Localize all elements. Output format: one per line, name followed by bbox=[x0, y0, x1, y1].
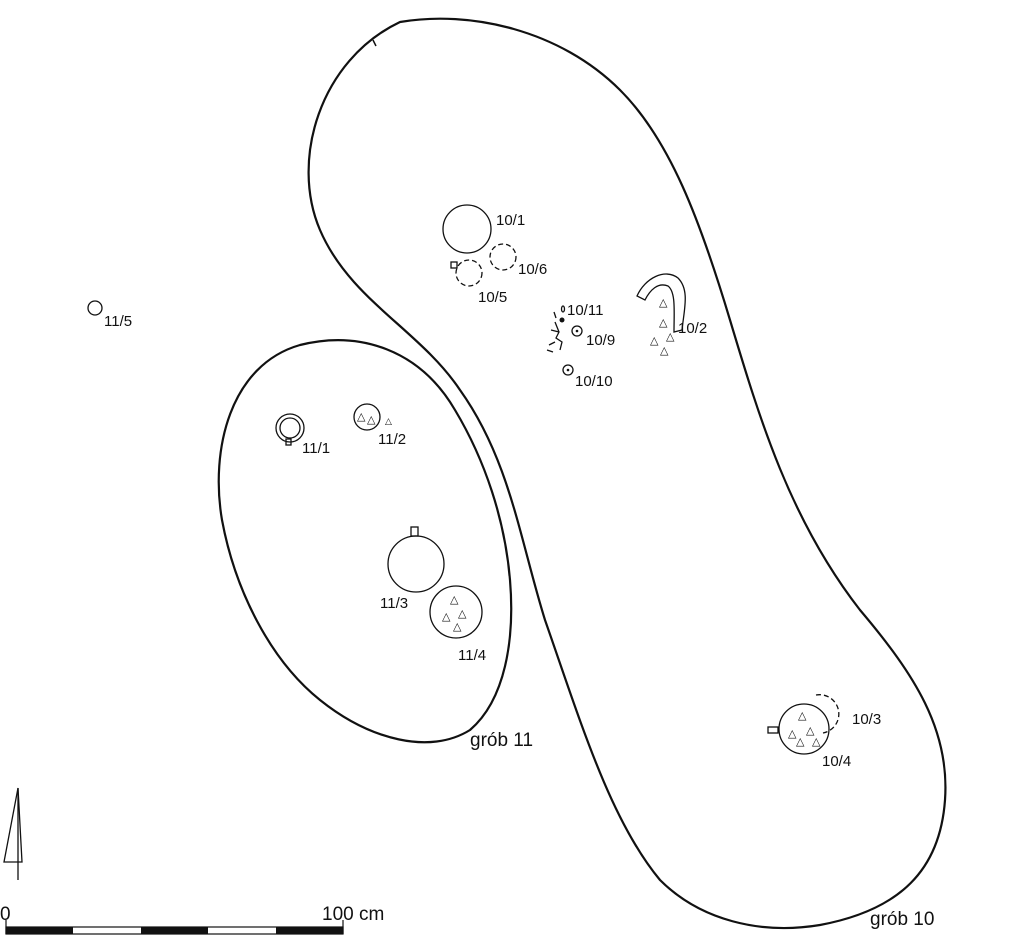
scale-bar bbox=[5, 920, 344, 935]
label-11-2: 11/2 bbox=[378, 431, 406, 448]
find-10-10-dot bbox=[566, 368, 570, 372]
find-11-4-circle bbox=[429, 585, 483, 639]
find-10-4-handle bbox=[767, 726, 779, 734]
label-grave-10: grób 10 bbox=[870, 909, 934, 930]
scale-segment-1 bbox=[6, 927, 73, 934]
find-11-1-inner bbox=[279, 417, 301, 439]
label-11-3: 11/3 bbox=[380, 595, 408, 612]
find-10-4-triangles: △ △ △ △ △ bbox=[788, 709, 821, 748]
find-10-3-circle bbox=[815, 694, 840, 734]
find-11-3-handle bbox=[410, 526, 419, 537]
grave-10-tick bbox=[372, 39, 377, 47]
find-11-1-handle bbox=[285, 438, 292, 446]
grave-11-outline bbox=[217, 339, 513, 744]
find-11-3-circle bbox=[387, 535, 445, 593]
find-10-11-fragments bbox=[546, 321, 563, 353]
find-10-9-dot bbox=[575, 329, 579, 333]
north-arrow-icon bbox=[3, 787, 23, 880]
label-10-6: 10/6 bbox=[518, 261, 547, 278]
label-10-2: 10/2 bbox=[678, 320, 707, 337]
label-11-4: 11/4 bbox=[458, 647, 486, 664]
find-10-5-circle bbox=[455, 259, 483, 287]
find-10-9-circle bbox=[571, 325, 583, 337]
label-10-3: 10/3 bbox=[852, 711, 881, 728]
find-11-4-triangles: △ △ △ △ bbox=[442, 593, 470, 633]
label-11-1: 11/1 bbox=[302, 440, 330, 457]
label-10-4: 10/4 bbox=[822, 753, 851, 770]
find-10-2-triangles: △ △ △ △ △ bbox=[650, 296, 678, 357]
find-10-2-outline bbox=[636, 273, 686, 333]
label-10-1: 10/1 bbox=[496, 212, 525, 229]
label-10-11: 10/11 bbox=[567, 302, 603, 319]
find-10-5-handle bbox=[450, 261, 458, 269]
find-10-11-bead bbox=[560, 305, 566, 313]
find-10-11-dot bbox=[559, 317, 565, 323]
find-11-2-circle bbox=[353, 403, 381, 431]
label-grave-11: grób 11 bbox=[470, 730, 533, 751]
find-11-5-circle bbox=[87, 300, 103, 316]
find-11-1-outer bbox=[275, 413, 305, 443]
scale-bar-start-label: 0 bbox=[0, 904, 11, 925]
label-11-5: 11/5 bbox=[104, 313, 132, 330]
find-10-1-circle bbox=[442, 204, 492, 254]
scale-segment-3 bbox=[141, 927, 208, 934]
label-10-9: 10/9 bbox=[586, 332, 615, 349]
find-10-10-circle bbox=[562, 364, 574, 376]
label-10-5: 10/5 bbox=[478, 289, 507, 306]
find-11-2-triangles: △ △ △ bbox=[357, 410, 392, 427]
scale-segment-5 bbox=[276, 927, 343, 934]
label-10-10: 10/10 bbox=[575, 373, 613, 390]
find-10-6-circle bbox=[489, 243, 517, 271]
scale-bar-end-label: 100 cm bbox=[322, 904, 384, 925]
grave-10-outline bbox=[307, 17, 947, 930]
find-10-4-circle bbox=[778, 703, 830, 755]
find-10-11-mark bbox=[553, 311, 557, 319]
